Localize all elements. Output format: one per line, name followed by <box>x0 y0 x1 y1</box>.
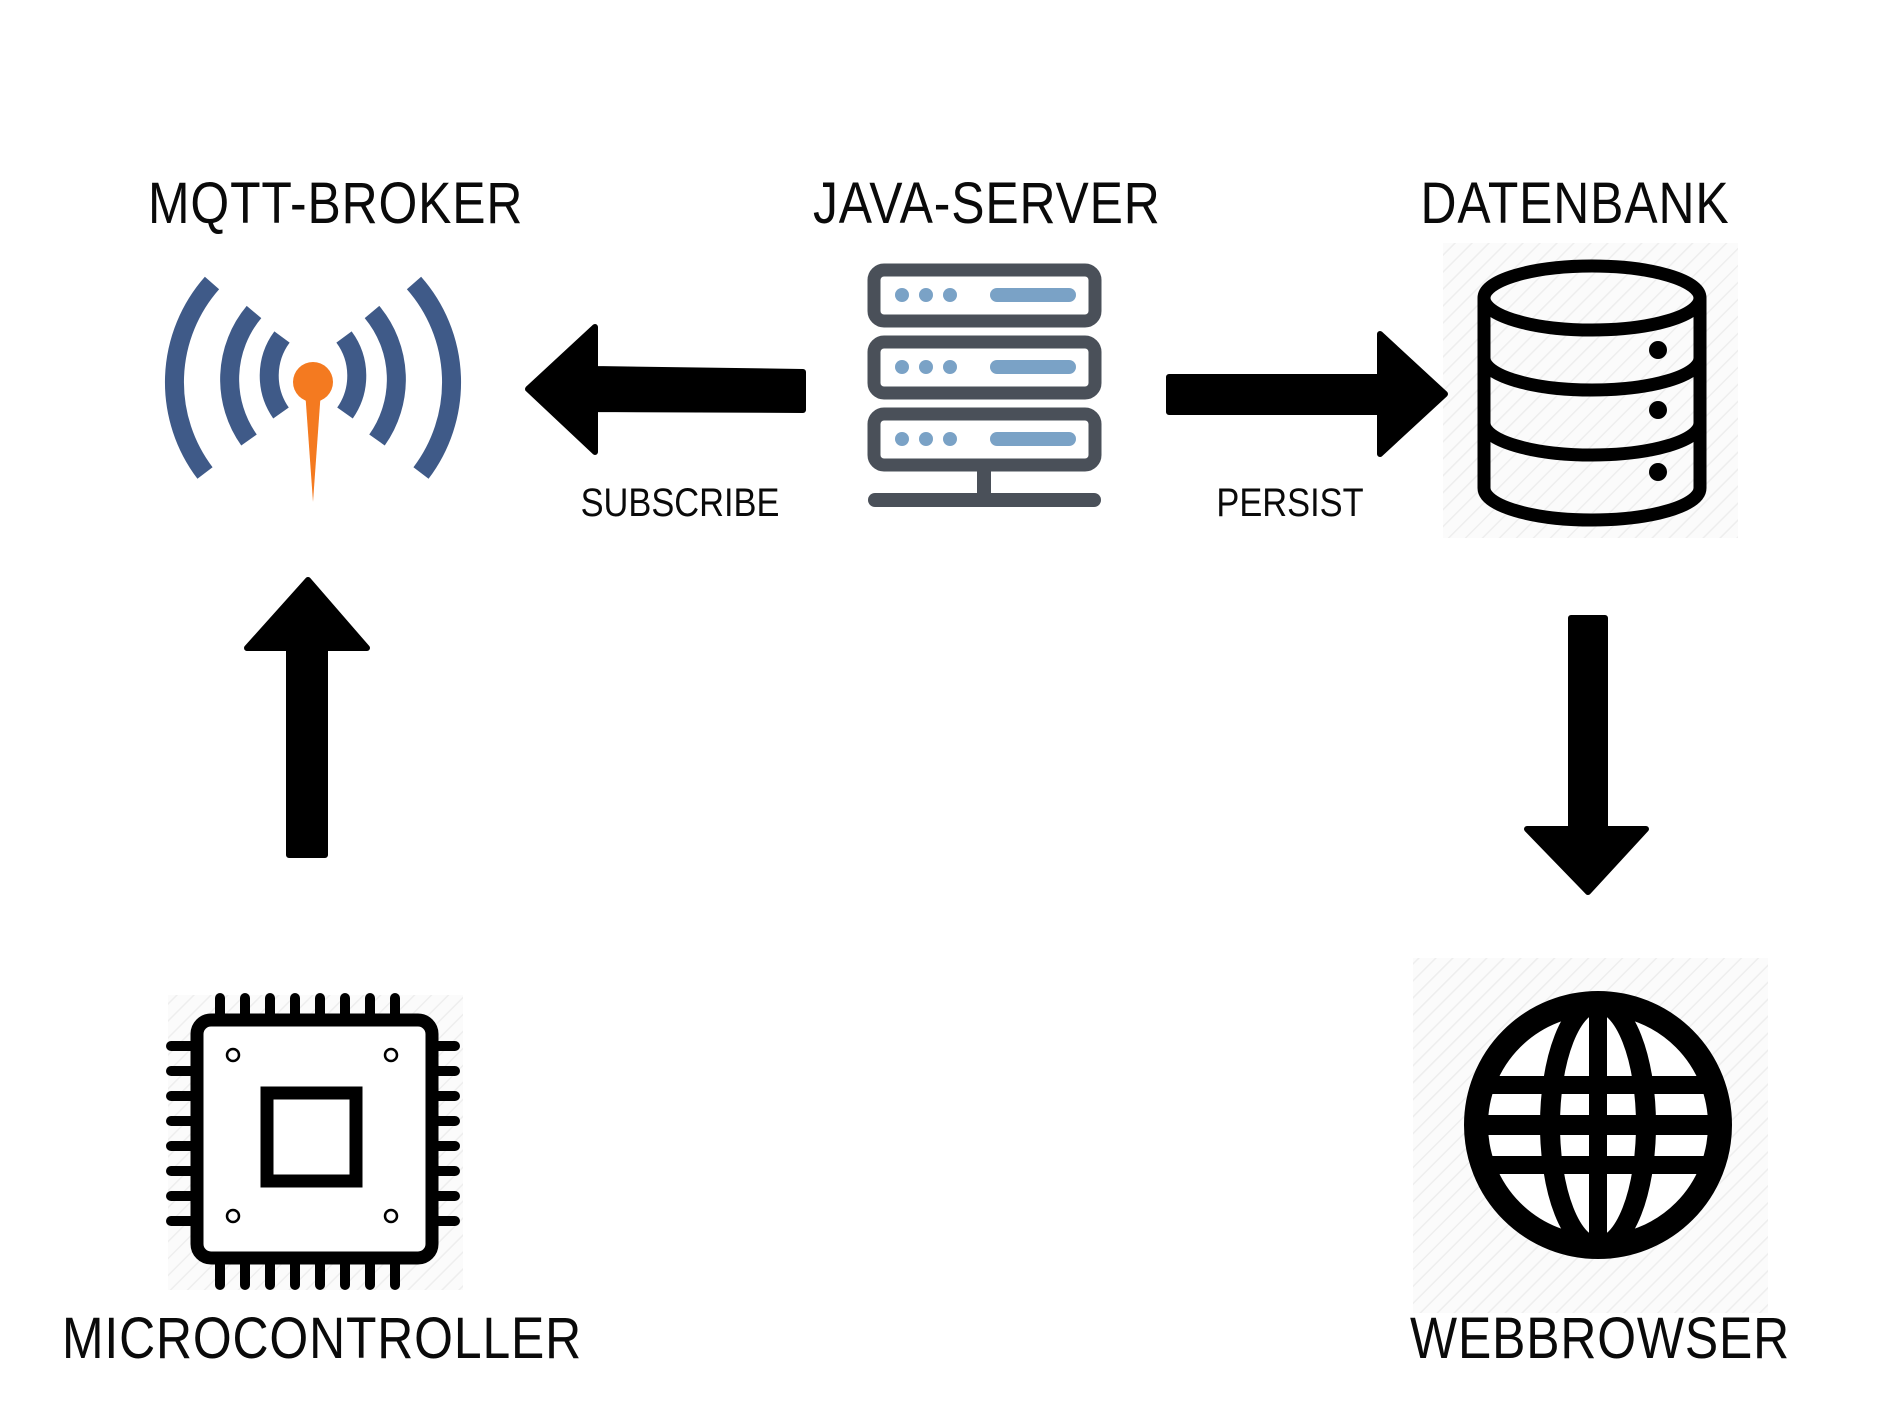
arrow-read <box>1524 615 1649 895</box>
node-label-webbrowser: WEBBROWSER <box>1410 1306 1790 1371</box>
node-label-java-server: JAVA-SERVER <box>813 171 1161 236</box>
chip-icon <box>166 993 463 1290</box>
server-rack-icon <box>867 263 1102 507</box>
database-icon <box>1443 243 1738 538</box>
antenna-signal-icon <box>164 276 462 502</box>
node-label-datenbank: DATENBANK <box>1420 171 1730 236</box>
arrow-persist <box>1166 331 1448 457</box>
edge-label-persist: PERSIST <box>1216 481 1364 525</box>
globe-icon <box>1413 958 1768 1313</box>
arrow-publish <box>244 577 370 858</box>
edge-label-subscribe: SUBSCRIBE <box>580 481 780 525</box>
node-label-mqtt-broker: MQTT-BROKER <box>148 171 524 236</box>
node-label-microcontroller: MICROCONTROLLER <box>62 1306 583 1371</box>
arrow-subscribe <box>525 324 806 455</box>
